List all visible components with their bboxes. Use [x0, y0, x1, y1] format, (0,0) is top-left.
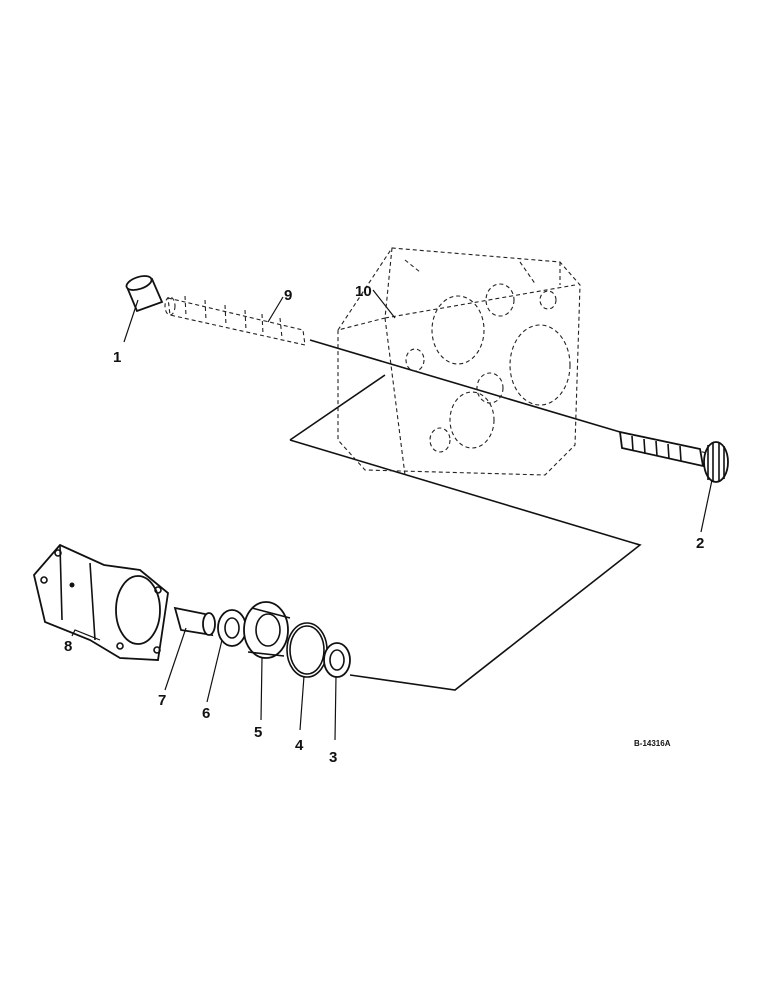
assembly-axis-lines [289, 339, 716, 691]
callout-7: 7 [158, 692, 166, 709]
leader-lines [71, 289, 713, 741]
callout-4: 4 [295, 737, 304, 754]
callout-9: 9 [284, 287, 292, 304]
callout-3: 3 [329, 749, 337, 766]
callout-6: 6 [202, 705, 210, 722]
bearing-retainer [243, 601, 291, 659]
callout-2: 2 [696, 535, 704, 552]
callout-10: 10 [355, 283, 372, 300]
snap-ring [286, 622, 328, 678]
transmission-case [337, 247, 581, 476]
callout-labels: 1 2 3 4 5 6 7 8 9 10 [64, 283, 704, 766]
reference-code: B-14316A [634, 739, 671, 748]
splined-shaft [164, 295, 306, 346]
callout-1: 1 [113, 349, 121, 366]
callout-5: 5 [254, 724, 262, 741]
seal [323, 642, 351, 678]
sleeve [173, 606, 216, 637]
callout-8: 8 [64, 638, 72, 655]
splined-gear-shaft [618, 430, 729, 483]
bushing [125, 275, 164, 313]
housing [33, 543, 169, 661]
